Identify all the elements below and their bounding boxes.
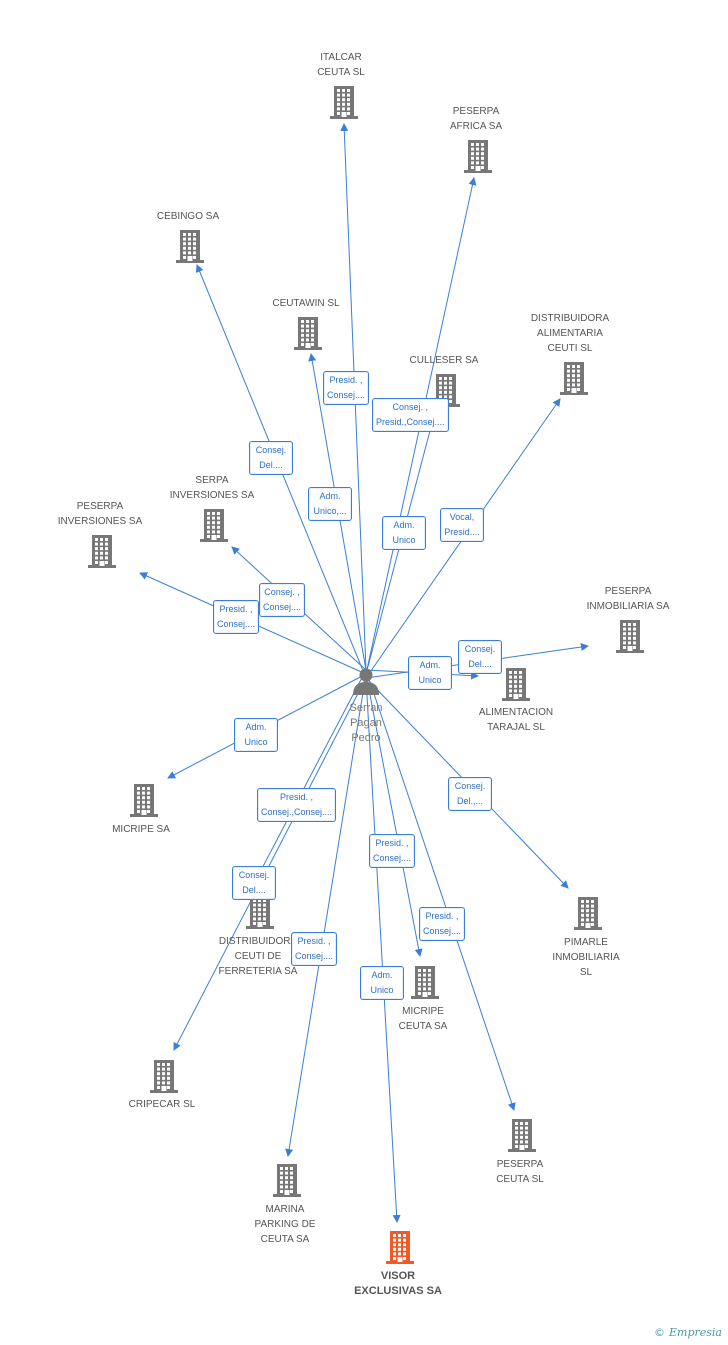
person-icon — [353, 668, 379, 695]
relation-label-serpa-inversiones[interactable]: Consej. , Consej.... — [259, 583, 306, 617]
relation-label-cebingo[interactable]: Consej. Del.... — [249, 441, 293, 475]
edge-cripecar — [173, 677, 367, 1051]
copyright-symbol: © — [654, 1326, 665, 1339]
building-icon[interactable] — [506, 1117, 538, 1153]
company-label-distribuidora-ferreteria[interactable]: DISTRIBUIDORA CEUTI DE FERRETERIA SA — [218, 936, 298, 977]
company-label-peserpa-ceuta[interactable]: PESERPA CEUTA SL — [496, 1159, 544, 1185]
building-icon[interactable] — [244, 894, 276, 930]
company-label-peserpa-inversiones[interactable]: PESERPA INVERSIONES SA — [57, 501, 143, 527]
company-label-micripe-ceuta[interactable]: MICRIPE CEUTA SA — [398, 1006, 448, 1032]
company-label-peserpa-africa[interactable]: PESERPA AFRICA SA — [449, 106, 503, 132]
company-label-pimarle[interactable]: PIMARLE INMOBILIARIA SL — [552, 937, 620, 978]
relation-label-peserpa-inversiones[interactable]: Presid. , Consej.... — [213, 600, 260, 634]
building-icon[interactable] — [558, 360, 590, 396]
company-label-alimentacion-tarajal[interactable]: ALIMENTACION TARAJAL SL — [478, 707, 554, 733]
building-icon[interactable] — [128, 782, 160, 818]
building-icon[interactable] — [409, 964, 441, 1000]
company-label-marina-parking[interactable]: MARINA PARKING DE CEUTA SA — [254, 1204, 316, 1245]
edge-visor — [365, 677, 401, 1223]
relation-label-cripecar[interactable]: Consej. Del.... — [232, 866, 276, 900]
building-icon[interactable] — [462, 138, 494, 174]
building-icon[interactable] — [328, 84, 360, 120]
building-icon[interactable] — [86, 533, 118, 569]
relation-label-alimentacion-tarajal[interactable]: Adm. Unico — [408, 656, 452, 690]
company-label-distribuidora-alimentaria[interactable]: DISTRIBUIDORA ALIMENTARIA CEUTI SL — [530, 313, 610, 354]
building-icon[interactable] — [198, 507, 230, 543]
company-label-italcar[interactable]: ITALCAR CEUTA SL — [317, 52, 365, 78]
relation-label-micripe[interactable]: Adm. Unico — [234, 718, 278, 752]
building-icon[interactable] — [500, 666, 532, 702]
edge-micripe-ceuta — [365, 673, 423, 957]
relation-label-peserpa-africa[interactable]: Consej. , Presid.,Consej.... — [372, 398, 449, 432]
building-icon[interactable] — [292, 315, 324, 351]
relation-label-ceutawin[interactable]: Adm. Unico,... — [308, 487, 352, 521]
building-icon[interactable] — [271, 1162, 303, 1198]
relation-label-visor[interactable]: Adm. Unico — [360, 966, 404, 1000]
company-label-cripecar[interactable]: CRIPECAR SL — [128, 1099, 196, 1110]
relation-label-distribuidora-alimentaria[interactable]: Vocal, Presid.... — [440, 508, 484, 542]
edge-marina-parking — [285, 673, 367, 1157]
person-name: Serran Pagan Pedro — [349, 702, 383, 744]
edge-distribuidora-ferreteria — [247, 669, 367, 896]
building-icon[interactable] — [614, 618, 646, 654]
company-label-cebingo[interactable]: CEBINGO SA — [156, 211, 220, 222]
relation-label-micripe-ceuta[interactable]: Presid. , Consej.... — [369, 834, 416, 868]
building-icon[interactable] — [174, 228, 206, 264]
relation-label-peserpa-ceuta[interactable]: Presid. , Consej.... — [419, 907, 466, 941]
relation-label-distribuidora-ferreteria[interactable]: Presid. , Consej.,Consej.... — [257, 788, 337, 822]
relation-label-culleser[interactable]: Adm. Unico — [382, 516, 426, 550]
brand-logo: Empresia — [669, 1326, 722, 1339]
edge-peserpa-ceuta — [365, 669, 516, 1111]
relation-label-peserpa-inmobiliaria[interactable]: Consej. Del.... — [458, 640, 502, 674]
company-label-micripe[interactable]: MICRIPE SA — [112, 824, 170, 835]
building-icon[interactable] — [572, 895, 604, 931]
relation-label-marina-parking[interactable]: Presid. , Consej.... — [291, 932, 338, 966]
company-label-culleser[interactable]: CULLESER SA — [409, 355, 479, 366]
company-label-visor[interactable]: VISOR EXCLUSIVAS SA — [354, 1270, 442, 1297]
company-label-serpa-inversiones[interactable]: SERPA INVERSIONES SA — [169, 475, 255, 501]
building-icon[interactable] — [148, 1058, 180, 1094]
relation-label-pimarle[interactable]: Consej. Del.,... — [448, 777, 492, 811]
company-label-peserpa-inmobiliaria[interactable]: PESERPA INMOBILIARIA SA — [586, 586, 670, 612]
relation-label-italcar[interactable]: Presid. , Consej.... — [323, 371, 370, 405]
company-label-ceutawin[interactable]: CEUTAWIN SL — [272, 298, 340, 309]
building-icon[interactable] — [384, 1229, 416, 1265]
brand-footer: © Empresia — [654, 1326, 722, 1339]
